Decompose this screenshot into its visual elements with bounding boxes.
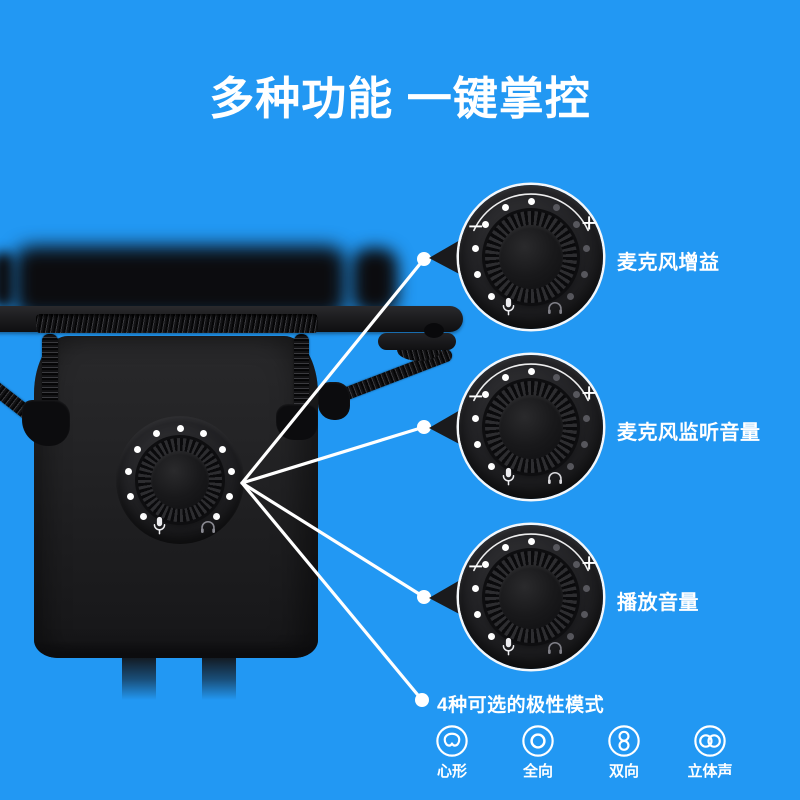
led-dot [502, 373, 510, 381]
plus-mark: + [581, 548, 597, 578]
mode-label-stereo: 立体声 [687, 763, 733, 780]
mic-body-knob[interactable] [116, 416, 244, 544]
led-dot [572, 390, 580, 398]
mic-blur-pillar-right [352, 248, 398, 314]
led-dot [218, 445, 226, 453]
led-dot [474, 610, 482, 618]
shockmount-cord-right-vertical [294, 334, 309, 416]
mount-ring-mesh-slot [36, 314, 318, 333]
led-dot [152, 430, 160, 438]
led-dot [580, 270, 588, 278]
omnidirectional-icon [522, 725, 554, 757]
led-dot [527, 367, 535, 375]
mic-blur-pillar-left [0, 252, 14, 308]
mic-cable-right [202, 654, 236, 700]
led-dot [552, 373, 560, 381]
led-dot [213, 513, 221, 521]
led-dot [200, 430, 208, 438]
led-dot [125, 468, 133, 476]
minus-mark: − [468, 551, 484, 581]
led-dot [580, 610, 588, 618]
plus-mark: + [581, 208, 597, 238]
plus-mark: + [581, 378, 597, 408]
led-dot [482, 390, 490, 398]
led-dot [572, 220, 580, 228]
led-dot [567, 293, 575, 301]
led-dot [482, 560, 490, 568]
level-arc [473, 193, 589, 232]
led-dot [527, 537, 535, 545]
led-dot [582, 244, 590, 252]
led-dot [567, 463, 575, 471]
headphone-icon [548, 471, 562, 484]
led-dot [225, 492, 233, 500]
headphone-icon [201, 520, 215, 533]
headphone-icon [548, 301, 562, 314]
mount-ring-bolt [424, 323, 444, 338]
callout-label-mic-monitor: 麦克风监听音量 [617, 422, 761, 444]
mic-cable-left [122, 654, 156, 700]
shockmount-hook-left [22, 400, 70, 446]
shockmount-hook-right-upper [318, 382, 350, 420]
led-dot [127, 492, 135, 500]
led-dot [552, 203, 560, 211]
led-dot [527, 197, 535, 205]
knob-cap [499, 565, 563, 629]
led-dot [487, 293, 495, 301]
led-dot [474, 440, 482, 448]
mode-label-cardioid: 心形 [436, 763, 467, 780]
minus-mark: − [468, 381, 484, 411]
level-arc [473, 533, 589, 572]
mode-label-bidirectional: 双向 [608, 763, 639, 780]
minus-mark: − [468, 211, 484, 241]
stereo-icon [694, 725, 726, 757]
led-dot [139, 513, 147, 521]
cardioid-icon [436, 725, 468, 757]
level-arc [473, 363, 589, 402]
led-dot [502, 543, 510, 551]
led-dot-ring [459, 525, 603, 669]
led-dot [472, 584, 480, 592]
led-dot [572, 560, 580, 568]
led-dot [482, 220, 490, 228]
knob-mic-monitor-volume[interactable]: − + [429, 355, 603, 499]
led-dot [582, 584, 590, 592]
led-dot-ring [459, 355, 603, 499]
mic-icon [153, 516, 166, 535]
led-dot [487, 463, 495, 471]
callout-label-mic-gain: 麦克风增益 [617, 252, 720, 274]
led-dot [227, 468, 235, 476]
knob-cap [499, 395, 563, 459]
led-dot [176, 424, 184, 432]
led-dot [487, 633, 495, 641]
mic-icon [502, 467, 515, 486]
mode-label-omni: 全向 [522, 763, 553, 780]
led-dot [580, 440, 588, 448]
knob-playback-volume[interactable]: − + [429, 525, 603, 669]
led-dot-ring [459, 185, 603, 329]
mic-icon [502, 637, 515, 656]
led-dot [472, 244, 480, 252]
headphone-icon [548, 641, 562, 654]
led-dot-ring [116, 416, 244, 544]
led-dot [582, 414, 590, 422]
knob-cap [499, 225, 563, 289]
knob-cap [151, 451, 209, 509]
knob-mic-gain[interactable]: − + [429, 185, 603, 329]
led-dot [552, 543, 560, 551]
led-dot [472, 414, 480, 422]
bidirectional-icon [608, 725, 640, 757]
led-dot [502, 203, 510, 211]
led-dot [567, 633, 575, 641]
polar-modes-heading: 4种可选的极性模式 [437, 695, 605, 716]
led-dot [134, 445, 142, 453]
mic-icon [502, 297, 515, 316]
page-title: 多种功能 一键掌控 [209, 73, 591, 124]
callout-label-playback: 播放音量 [617, 592, 699, 614]
led-dot [474, 270, 482, 278]
